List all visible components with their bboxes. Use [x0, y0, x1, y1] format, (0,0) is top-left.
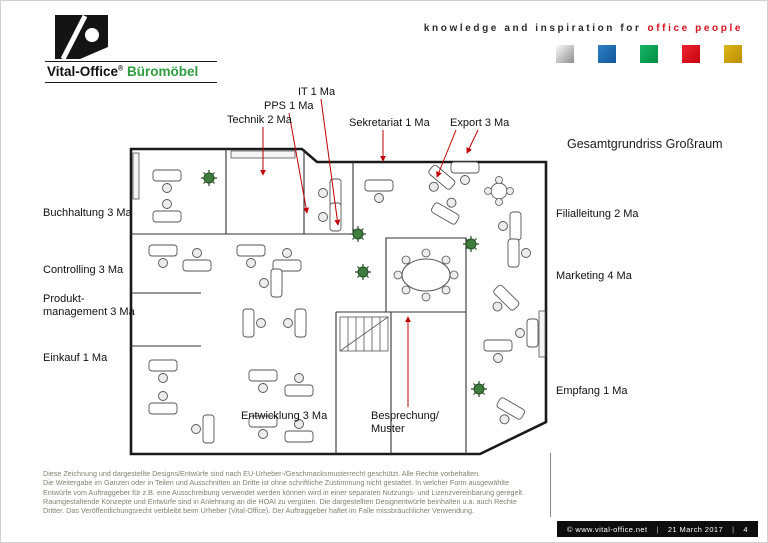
- label-sekretariat: Sekretariat 1 Ma: [349, 117, 430, 129]
- footer-copyright: © www.vital-office.net: [567, 524, 648, 534]
- tagline: knowledge and inspiration for office peop…: [424, 23, 743, 34]
- disclaimer-line: Raumgestaltende Konzepte und Entwürfe si…: [43, 497, 517, 507]
- blue-square: [598, 45, 616, 63]
- brand-color-squares: [556, 45, 742, 63]
- label-filialleitung: Filialleitung 2 Ma: [556, 208, 639, 220]
- copyright-disclaimer: Diese Zeichnung und dargestellte Designs…: [43, 469, 548, 516]
- label-marketing: Marketing 4 Ma: [556, 270, 632, 282]
- tagline-prefix: knowledge and inspiration for: [423, 23, 642, 34]
- green-square: [640, 45, 658, 63]
- red-callout-arrows: [260, 98, 479, 407]
- label-einkauf: Einkauf 1 Ma: [43, 352, 108, 364]
- gold-square: [724, 45, 742, 63]
- logo-product: Büromöbel: [126, 64, 199, 79]
- red-square: [682, 45, 700, 63]
- disclaimer-line: Diese Zeichnung und dargestellte Designs…: [43, 469, 481, 478]
- disclaimer-line: Dritter. Das Veröffentlichungsrecht verb…: [43, 506, 475, 516]
- label-produkt-line2: management 3 Ma: [43, 305, 135, 318]
- logo-slash: [60, 14, 88, 60]
- label-besprechung-line2: Muster: [371, 422, 405, 435]
- disclaimer-line: Entwürfe vom Auftraggeber für z.B. eine …: [43, 487, 525, 497]
- stairs: [339, 316, 389, 352]
- logo-notch: [85, 28, 99, 42]
- footer-date: 21 March 2017: [667, 524, 724, 534]
- workstations: [148, 161, 539, 444]
- footer-separator: |: [732, 524, 735, 534]
- label-export: Export 3 Ma: [450, 117, 510, 129]
- label-besprechung-line1: Besprechung/: [371, 410, 439, 422]
- label-besprechung: Besprechung/ Muster: [371, 410, 439, 435]
- footer-page-number: 4: [743, 524, 748, 534]
- registered-mark: ®: [118, 65, 124, 73]
- logo-wordmark: Vital-Office® Büromöbel: [45, 61, 217, 83]
- plan-title: Gesamtgrundriss Großraum: [567, 137, 723, 151]
- silver-square: [556, 45, 574, 63]
- conference-table: [393, 248, 459, 302]
- label-controlling: Controlling 3 Ma: [43, 264, 124, 276]
- logo-brand: Vital-Office: [47, 64, 119, 79]
- footer-bar: © www.vital-office.net | 21 March 2017 |…: [557, 521, 758, 537]
- label-pps: PPS 1 Ma: [264, 100, 314, 112]
- interior-walls: [131, 149, 467, 454]
- tagline-accent: office people: [647, 23, 743, 34]
- footer-divider-line: [550, 453, 551, 517]
- footer-separator: |: [656, 524, 659, 534]
- label-produkt-line1: Produkt-: [43, 293, 85, 305]
- label-produktmanagement: Produkt- management 3 Ma: [43, 293, 135, 318]
- label-entwicklung: Entwicklung 3 Ma: [241, 410, 328, 422]
- disclaimer-line: Die Weitergabe im Ganzen oder in Teilen …: [43, 478, 509, 488]
- label-buchhaltung: Buchhaltung 3 Ma: [43, 207, 132, 219]
- vital-office-logo-mark: [55, 14, 108, 60]
- label-empfang: Empfang 1 Ma: [556, 385, 628, 397]
- label-it: IT 1 Ma: [298, 86, 336, 98]
- label-technik: Technik 2 Ma: [227, 114, 292, 126]
